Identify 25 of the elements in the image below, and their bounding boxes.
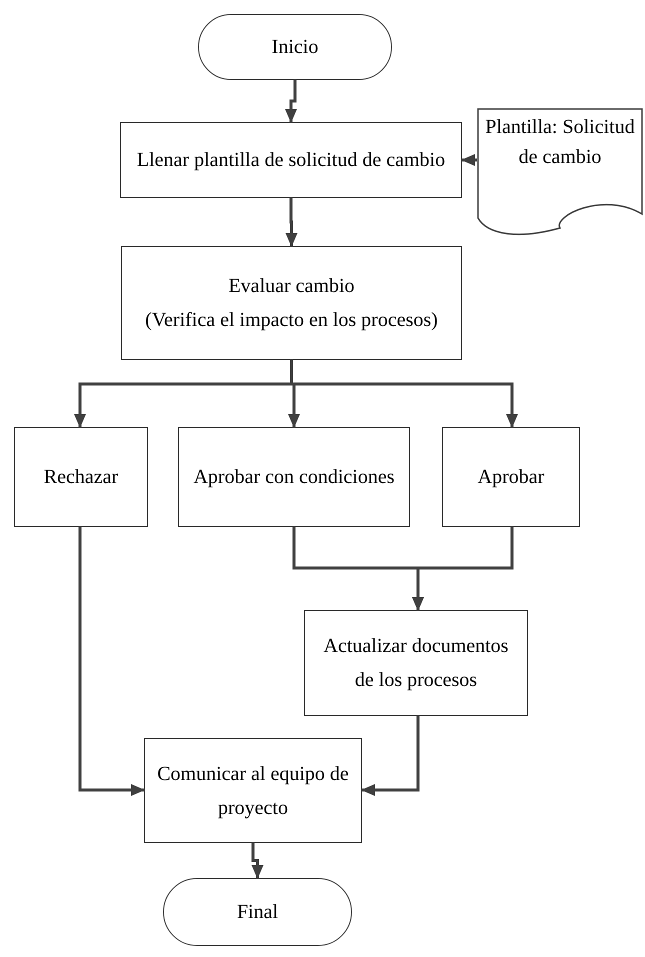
node-text: Evaluar cambio	[228, 274, 355, 299]
node-text: Aprobar	[478, 465, 544, 490]
node-text: Final	[236, 900, 278, 925]
arrow	[252, 843, 264, 879]
node-text: Llenar plantilla de solicitud de cambio	[136, 148, 446, 173]
document-shape	[477, 108, 643, 236]
process-box	[442, 427, 580, 527]
node-text: Comunicar al equipo de proyecto	[157, 762, 349, 820]
node-text: Actualizar documentos de los procesos	[322, 634, 510, 693]
node-text: (Verifica el impacto en los procesos)	[145, 308, 438, 333]
arrow	[361, 716, 420, 796]
process-box	[304, 610, 528, 716]
node-text: Plantilla: Solicitud de cambio	[485, 115, 635, 170]
node-text: Rechazar	[44, 465, 118, 490]
arrow	[286, 198, 298, 247]
node-text: Inicio	[272, 35, 318, 60]
node-text: Aprobar con condiciones	[193, 465, 395, 490]
process-box	[14, 427, 148, 527]
process-box	[178, 427, 410, 527]
arrow	[461, 154, 477, 166]
arrow	[285, 80, 297, 123]
process-box	[121, 246, 462, 360]
arrow	[78, 527, 145, 796]
process-box	[120, 122, 462, 198]
process-box	[144, 738, 362, 843]
